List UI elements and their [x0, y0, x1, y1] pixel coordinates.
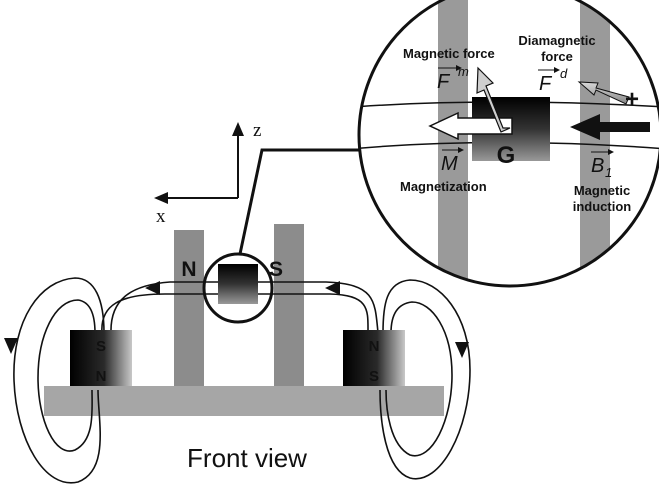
force-m-symbol: F — [437, 71, 451, 93]
induction-arrow-shaft — [598, 122, 650, 132]
magnetization-label: Magnetization — [400, 179, 487, 194]
zoom-right-stripe — [580, 0, 610, 286]
diamagnetic-vector-tip — [554, 67, 560, 73]
magnetization-arrow — [428, 111, 513, 141]
induction-arrow-head — [570, 114, 600, 140]
left-pillar-pole: N — [181, 258, 196, 281]
left-magnet — [70, 330, 132, 386]
induction-label-line1: Magnetic — [574, 183, 630, 198]
magnetization-vector-tip — [458, 147, 464, 153]
diamagnetic-label-line1: Diamagnetic — [518, 33, 595, 48]
axes — [166, 134, 239, 199]
induction-subscript: 1 — [605, 165, 612, 180]
force-vector-tip — [456, 65, 462, 71]
left-pillar — [174, 230, 204, 386]
diamagnetic-force-symbol: F — [539, 73, 553, 95]
field-arrow-top-right — [325, 281, 340, 295]
right-pillar-pole: S — [269, 258, 283, 281]
field-arrow-left-loop — [4, 338, 18, 354]
zoom-plus-sign: + — [625, 86, 639, 113]
levitated-sample — [218, 264, 258, 304]
left-magnet-bottom-pole: N — [96, 368, 107, 385]
zoom-source-circle — [202, 252, 274, 324]
right-magnet — [343, 330, 405, 386]
z-axis-arrow — [232, 122, 244, 136]
x-axis-arrow — [154, 192, 168, 204]
diamagnetic-force-arrow — [577, 81, 630, 105]
induction-symbol: B — [591, 155, 604, 177]
diamagnetic-label-line2: force — [541, 49, 573, 64]
right-magnet-top-pole: N — [369, 338, 380, 355]
center-of-gravity-label: G — [497, 142, 516, 169]
magnetic-force-arrow — [476, 66, 511, 133]
z-axis-label: z — [253, 120, 261, 141]
front-view-caption: Front view — [187, 443, 307, 473]
zoom-inset: + G Magnetic force F m Diamagnetic force… — [357, 0, 659, 288]
right-pillar — [274, 224, 304, 386]
diamagnetic-superscript: d — [560, 66, 568, 81]
induction-label-line2: induction — [573, 199, 632, 214]
x-axis-label: x — [156, 206, 166, 227]
base-plate — [44, 386, 444, 416]
magnetic-force-label: Magnetic force — [403, 46, 495, 61]
field-arrow-right-loop — [455, 342, 469, 358]
zoom-connector — [238, 148, 362, 255]
right-magnet-bottom-pole: S — [369, 368, 379, 385]
left-magnet-top-pole: S — [96, 338, 106, 355]
field-arrow-top-left — [145, 281, 160, 295]
magnetization-symbol: M — [441, 153, 458, 175]
induction-vector-tip — [608, 149, 614, 155]
force-m-superscript: m — [458, 64, 469, 79]
